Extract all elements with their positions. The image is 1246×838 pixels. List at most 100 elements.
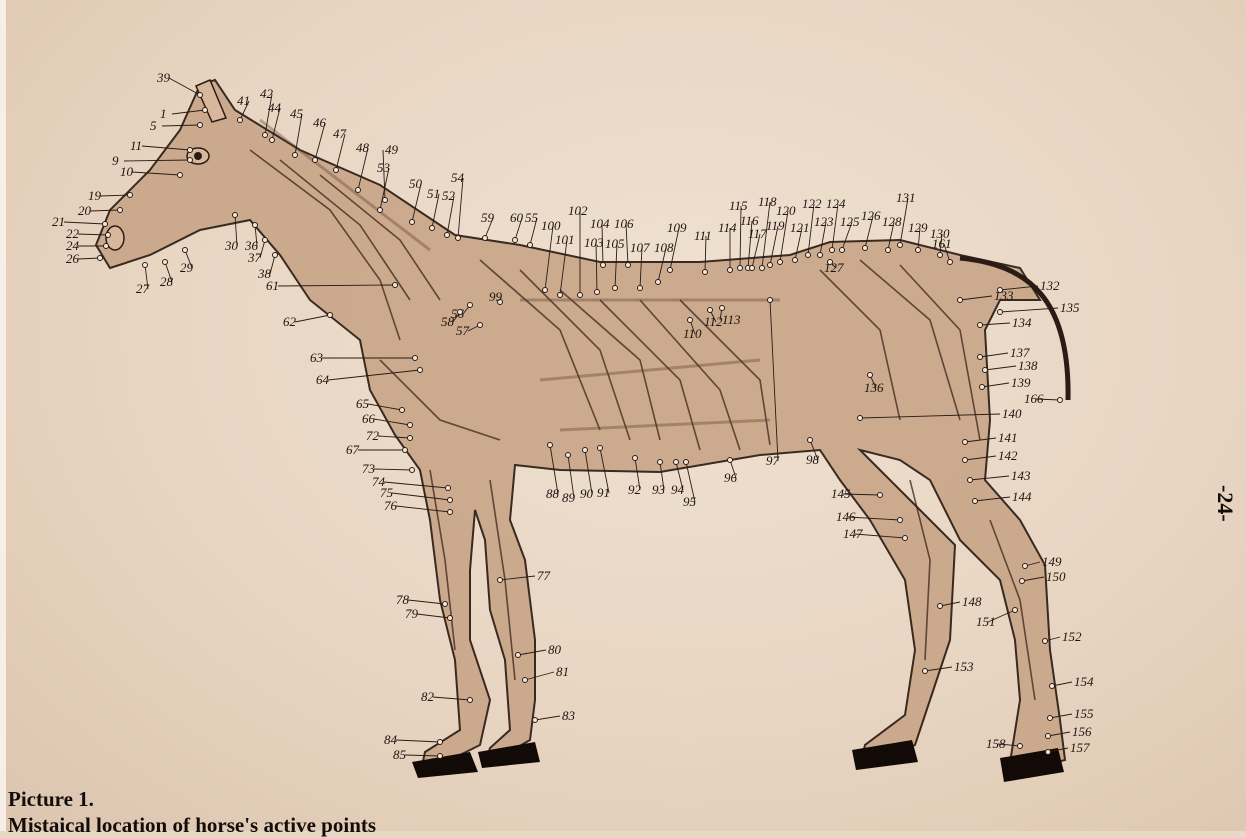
active-point-5 xyxy=(198,123,203,128)
point-label-147: 147 xyxy=(843,526,863,541)
active-point-108 xyxy=(656,280,661,285)
point-label-65: 65 xyxy=(356,396,370,411)
active-point-128 xyxy=(886,248,891,253)
active-point-24 xyxy=(104,244,109,249)
point-label-120: 120 xyxy=(776,203,796,218)
point-label-124: 124 xyxy=(826,196,846,211)
active-point-139 xyxy=(980,385,985,390)
active-point-55 xyxy=(528,243,533,248)
leader-line-54 xyxy=(458,178,463,238)
active-point-109 xyxy=(668,268,673,273)
point-label-102: 102 xyxy=(568,203,588,218)
active-point-76 xyxy=(448,510,453,515)
active-point-81 xyxy=(523,678,528,683)
point-label-158: 158 xyxy=(986,736,1006,751)
leader-line-21 xyxy=(64,222,105,224)
active-point-52 xyxy=(445,233,450,238)
point-label-67: 67 xyxy=(346,442,360,457)
point-label-72: 72 xyxy=(366,428,380,443)
point-label-47: 47 xyxy=(333,126,347,141)
active-point-45 xyxy=(293,153,298,158)
point-label-62: 62 xyxy=(283,314,297,329)
point-label-99: 99 xyxy=(489,289,503,304)
active-point-115 xyxy=(738,266,743,271)
active-point-120 xyxy=(778,260,783,265)
active-point-73 xyxy=(410,468,415,473)
point-label-21: 21 xyxy=(52,214,65,229)
point-label-58: 58 xyxy=(441,314,455,329)
active-point-11 xyxy=(188,148,193,153)
active-point-39 xyxy=(198,93,203,98)
active-point-150 xyxy=(1020,579,1025,584)
point-label-106: 106 xyxy=(614,216,634,231)
point-label-91: 91 xyxy=(597,485,610,500)
active-point-145 xyxy=(878,493,883,498)
point-label-1: 1 xyxy=(160,106,167,121)
point-label-127: 127 xyxy=(824,260,844,275)
active-point-48 xyxy=(356,188,361,193)
active-point-105 xyxy=(613,286,618,291)
figure-caption-title: Picture 1. xyxy=(8,787,94,812)
point-label-114: 114 xyxy=(718,220,737,235)
active-point-36 xyxy=(253,223,258,228)
point-label-92: 92 xyxy=(628,482,642,497)
active-point-9 xyxy=(188,158,193,163)
point-label-104: 104 xyxy=(590,216,610,231)
active-point-46 xyxy=(313,158,318,163)
active-point-85 xyxy=(438,754,443,759)
active-point-47 xyxy=(334,168,339,173)
active-point-129 xyxy=(916,248,921,253)
point-label-150: 150 xyxy=(1046,569,1066,584)
point-label-143: 143 xyxy=(1011,468,1031,483)
active-point-143 xyxy=(968,478,973,483)
active-point-61 xyxy=(393,283,398,288)
active-point-82 xyxy=(468,698,473,703)
active-point-49 xyxy=(383,198,388,203)
active-point-21 xyxy=(103,222,108,227)
active-point-102 xyxy=(578,293,583,298)
active-point-64 xyxy=(418,368,423,373)
active-point-136 xyxy=(868,373,873,378)
point-label-81: 81 xyxy=(556,664,569,679)
active-point-77 xyxy=(498,578,503,583)
point-label-63: 63 xyxy=(310,350,324,365)
point-label-134: 134 xyxy=(1012,315,1032,330)
point-label-136: 136 xyxy=(864,380,884,395)
active-point-44 xyxy=(270,138,275,143)
point-label-49: 49 xyxy=(385,142,399,157)
point-label-153: 153 xyxy=(954,659,974,674)
active-point-161 xyxy=(948,260,953,265)
active-point-78 xyxy=(443,602,448,607)
active-point-137 xyxy=(978,355,983,360)
active-point-134 xyxy=(978,323,983,328)
point-label-140: 140 xyxy=(1002,406,1022,421)
active-point-56 xyxy=(468,303,473,308)
active-point-166 xyxy=(1058,398,1063,403)
active-point-130 xyxy=(938,253,943,258)
active-point-57 xyxy=(478,323,483,328)
active-point-152 xyxy=(1043,639,1048,644)
point-label-44: 44 xyxy=(268,100,282,115)
point-label-59: 59 xyxy=(481,210,495,225)
point-label-149: 149 xyxy=(1042,554,1062,569)
active-point-158 xyxy=(1018,744,1023,749)
active-point-112 xyxy=(708,308,713,313)
point-label-80: 80 xyxy=(548,642,562,657)
active-point-90 xyxy=(583,448,588,453)
point-label-45: 45 xyxy=(290,106,304,121)
active-point-74 xyxy=(446,486,451,491)
point-label-129: 129 xyxy=(908,220,928,235)
point-label-57: 57 xyxy=(456,323,470,338)
point-label-157: 157 xyxy=(1070,740,1090,755)
active-point-41 xyxy=(238,118,243,123)
active-point-149 xyxy=(1023,564,1028,569)
active-point-103 xyxy=(595,290,600,295)
active-point-26 xyxy=(98,256,103,261)
point-label-132: 132 xyxy=(1040,278,1060,293)
point-label-82: 82 xyxy=(421,689,435,704)
active-point-100 xyxy=(543,288,548,293)
active-point-104 xyxy=(601,263,606,268)
point-label-105: 105 xyxy=(605,236,625,251)
point-label-77: 77 xyxy=(537,568,551,583)
point-label-166: 166 xyxy=(1024,391,1044,406)
